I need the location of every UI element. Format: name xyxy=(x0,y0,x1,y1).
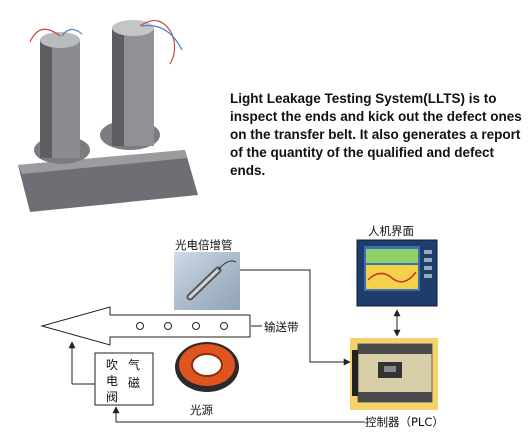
belt-end-item xyxy=(220,322,228,330)
valve-text: 电 xyxy=(106,374,119,388)
valve-text: 阀 xyxy=(106,390,119,404)
plc-label: 控制器（PLC） xyxy=(365,415,444,429)
llts-sensor-photo xyxy=(10,8,198,214)
belt-label: 输送带 xyxy=(264,320,299,334)
belt-end-item xyxy=(136,322,144,330)
light-source-ring xyxy=(175,342,239,392)
valve-box xyxy=(94,352,154,406)
belt-end-item xyxy=(192,322,200,330)
sensor-to-plc-arrow xyxy=(240,269,351,366)
photomultiplier-image xyxy=(174,252,240,310)
valve-text: 气 xyxy=(128,358,141,372)
transfer-belt-arrow xyxy=(40,306,251,346)
photomultiplier-label: 光电倍增管 xyxy=(175,238,233,252)
plc-controller xyxy=(350,338,438,410)
light-source-label: 光源 xyxy=(190,403,213,417)
hmi-panel xyxy=(356,239,438,307)
hmi-label: 人机界面 xyxy=(368,224,414,238)
belt-end-item xyxy=(164,322,172,330)
system-description: Light Leakage Testing System(LLTS) is to… xyxy=(230,91,522,178)
valve-text: 吹 xyxy=(106,358,119,372)
valve-text: 磁 xyxy=(128,376,141,390)
